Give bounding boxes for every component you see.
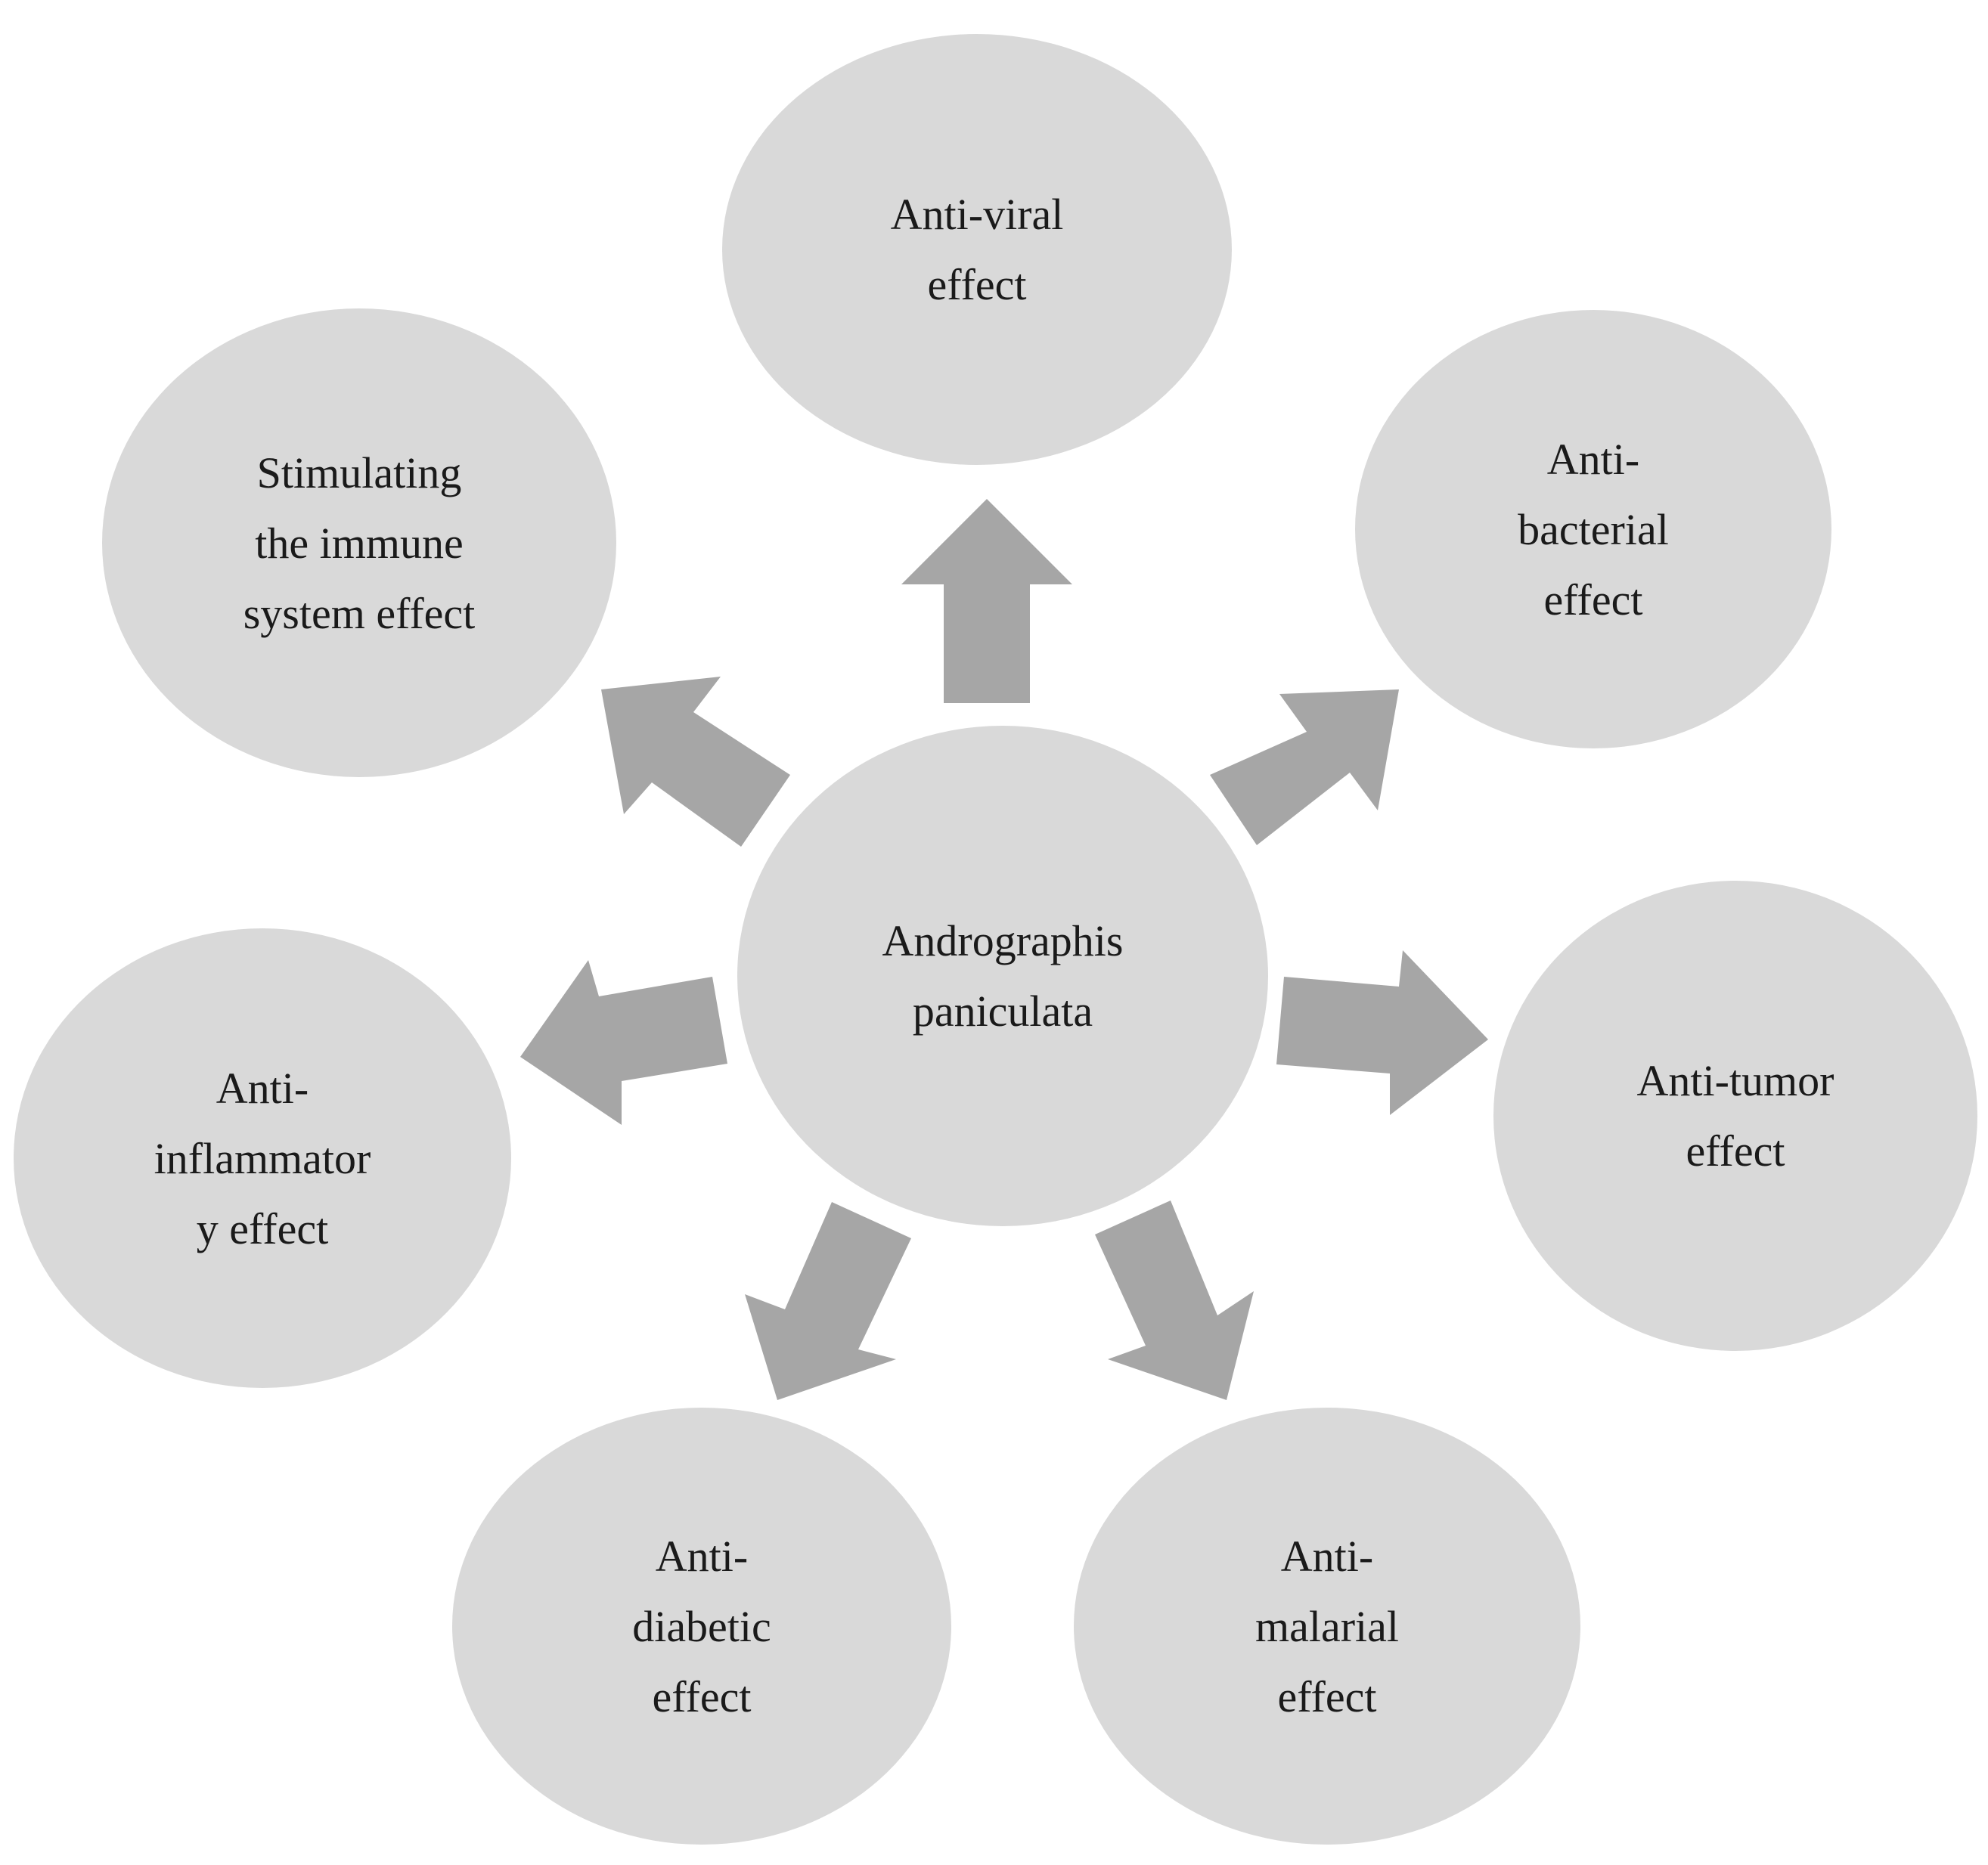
node-antitumor-label: Anti-tumor effect [1637, 1046, 1834, 1186]
node-antibacterial-line-3: effect [1543, 575, 1643, 624]
node-immune-label: Stimulating the immune system effect [243, 438, 476, 649]
node-immune-line-1: Stimulating [256, 448, 462, 497]
node-antiinflammatory: Anti- inflammator y effect [14, 928, 511, 1388]
node-immune: Stimulating the immune system effect [102, 308, 616, 777]
node-center-label: Andrographis paniculata [882, 906, 1124, 1046]
node-antitumor-line-2: effect [1686, 1126, 1785, 1176]
node-antiviral-label: Anti-viral effect [891, 179, 1064, 320]
node-antitumor-line-1: Anti-tumor [1636, 1056, 1834, 1105]
node-antiviral: Anti-viral effect [722, 34, 1232, 465]
node-center-line-1: Andrographis [882, 916, 1124, 965]
node-antidiabetic-line-2: diabetic [632, 1601, 771, 1651]
arrow-to-antidiabetic [745, 1202, 911, 1400]
arrow-to-immune [601, 677, 790, 847]
node-antidiabetic-line-1: Anti- [655, 1531, 749, 1581]
node-center: Andrographis paniculata [737, 726, 1268, 1226]
node-antimalarial-line-1: Anti- [1280, 1531, 1374, 1581]
node-antibacterial: Anti- bacterial effect [1355, 310, 1831, 748]
node-center-line-2: paniculata [912, 987, 1093, 1036]
arrow-to-antiviral [901, 499, 1072, 703]
arrow-to-antibacterial [1210, 689, 1399, 845]
node-antiviral-line-2: effect [927, 260, 1027, 309]
node-antidiabetic: Anti- diabetic effect [452, 1408, 951, 1845]
node-antimalarial-line-2: malarial [1255, 1601, 1399, 1651]
node-antidiabetic-line-3: effect [652, 1671, 752, 1721]
arrow-to-antitumor [1276, 950, 1488, 1115]
node-antidiabetic-label: Anti- diabetic effect [632, 1521, 771, 1732]
node-antibacterial-line-1: Anti- [1546, 434, 1640, 484]
arrow-to-antimalarial [1095, 1200, 1254, 1400]
node-antiinflammatory-line-3: y effect [196, 1204, 329, 1253]
node-antimalarial-label: Anti- malarial effect [1255, 1521, 1399, 1732]
arrow-to-antiinflammatory [520, 960, 727, 1125]
node-antiviral-line-1: Anti-viral [890, 190, 1064, 239]
node-antimalarial: Anti- malarial effect [1074, 1408, 1580, 1845]
node-antimalarial-line-3: effect [1277, 1671, 1377, 1721]
node-antiinflammatory-line-1: Anti- [216, 1063, 309, 1113]
node-antiinflammatory-label: Anti- inflammator y effect [154, 1053, 371, 1264]
node-antiinflammatory-line-2: inflammator [154, 1133, 371, 1183]
node-antitumor: Anti-tumor effect [1493, 881, 1977, 1351]
node-antibacterial-label: Anti- bacterial effect [1518, 424, 1669, 635]
node-antibacterial-line-2: bacterial [1518, 504, 1669, 554]
node-immune-line-3: system effect [243, 588, 476, 638]
node-immune-line-2: the immune [255, 518, 464, 568]
